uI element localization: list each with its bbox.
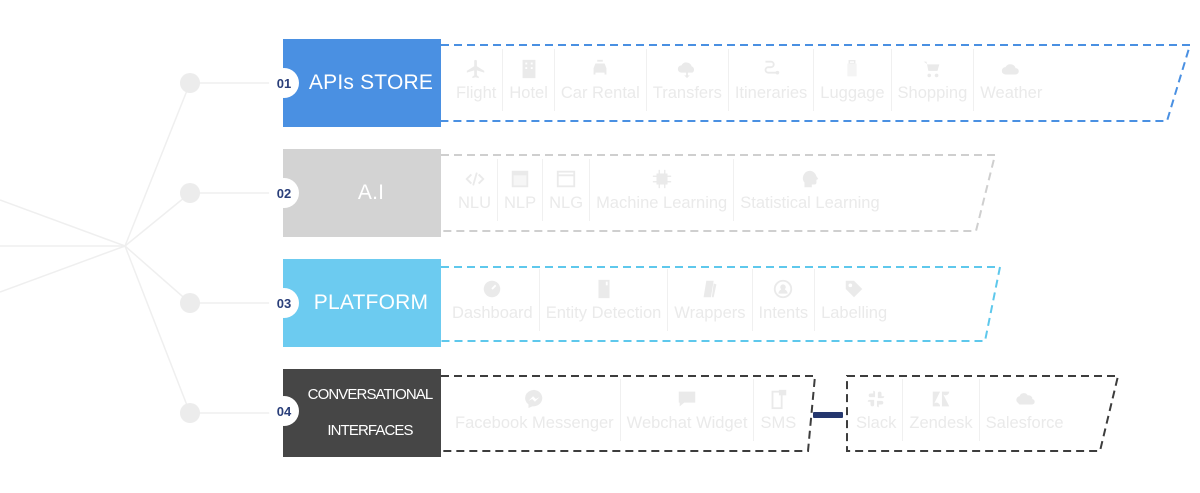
number-badge-04: 04 <box>269 396 299 426</box>
item-weather[interactable]: Weather <box>973 49 1048 111</box>
salesforce-cloud-icon <box>1016 392 1035 405</box>
chip-icon <box>652 169 671 188</box>
gauge-icon <box>484 280 501 297</box>
tree-node-3 <box>180 293 200 313</box>
tree-node-1 <box>180 73 200 93</box>
cloud-icon <box>1002 63 1020 74</box>
item-hotel[interactable]: Hotel <box>502 49 554 111</box>
item-transfers[interactable]: Transfers <box>645 49 728 111</box>
apis-store-label-box[interactable]: APIs STORE <box>283 39 441 127</box>
item-car-rental[interactable]: Car Rental <box>553 49 646 111</box>
item-luggage[interactable]: Luggage <box>813 49 890 111</box>
item-intents[interactable]: Intents <box>751 269 815 331</box>
ai-label-box[interactable]: A.I <box>283 149 441 237</box>
item-entity-detection[interactable]: Entity Detection <box>538 269 668 331</box>
shopping-cart-icon <box>924 61 940 77</box>
item-zendesk[interactable]: Zendesk <box>902 379 978 441</box>
item-machine-learning[interactable]: Machine Learning <box>589 159 733 221</box>
zendesk-icon <box>932 391 950 406</box>
platform-title: PLATFORM <box>313 291 429 314</box>
item-nlp[interactable]: NLP <box>497 159 542 221</box>
chat-bubble-icon <box>678 391 696 406</box>
tag-icon <box>845 280 863 297</box>
messenger-icon <box>525 389 543 408</box>
item-salesforce[interactable]: Salesforce <box>978 379 1070 441</box>
conversational-items: Facebook Messenger Webchat Widget SMS <box>449 379 802 447</box>
platform-label-box[interactable]: PLATFORM <box>283 259 441 347</box>
route-icon <box>764 60 780 74</box>
item-slack[interactable]: Slack <box>850 379 902 441</box>
dashed-strip-platform <box>441 266 1002 342</box>
document-icon <box>598 279 610 298</box>
number-badge-03: 03 <box>269 288 299 318</box>
cloud-transfer-icon <box>678 61 695 78</box>
item-nlu[interactable]: NLU <box>452 159 497 221</box>
row-platform: PLATFORM 03 Dashboard Entity Detection W… <box>0 259 1200 347</box>
item-dashboard[interactable]: Dashboard <box>446 269 539 331</box>
window-icon <box>511 170 529 187</box>
item-nlg[interactable]: NLG <box>542 159 589 221</box>
intent-icon <box>774 279 793 298</box>
conversational-items-secondary: Slack Zendesk Salesforce <box>850 379 1070 447</box>
row-ai: A.I 02 NLU NLP NLG Machine Learning Stat… <box>0 149 1200 237</box>
item-wrappers[interactable]: Wrappers <box>667 269 751 331</box>
apis-store-title: APIs STORE <box>308 71 434 94</box>
airplane-icon <box>467 59 485 78</box>
hotel-building-icon <box>522 59 536 78</box>
item-webchat-widget[interactable]: Webchat Widget <box>619 379 754 441</box>
code-icon <box>464 171 485 186</box>
ai-title: A.I <box>357 181 385 204</box>
wrapper-icon <box>703 280 717 297</box>
head-brain-icon <box>802 170 819 187</box>
item-flight[interactable]: Flight <box>450 49 502 111</box>
slack-icon <box>867 390 885 407</box>
number-badge-02: 02 <box>269 178 299 208</box>
browser-code-icon <box>556 170 576 187</box>
tree-node-4 <box>180 403 200 423</box>
item-shopping[interactable]: Shopping <box>890 49 974 111</box>
dashed-strip-conversational <box>441 375 1120 452</box>
row-apis-store: APIs STORE 01 Flight Hotel Car Rental Tr… <box>0 39 1200 127</box>
conversational-title: CONVERSATIONAL INTERFACES <box>307 386 434 439</box>
apis-store-items: Flight Hotel Car Rental Transfers Itiner… <box>450 49 1048 117</box>
item-itineraries[interactable]: Itineraries <box>727 49 813 111</box>
phone-icon <box>771 389 787 409</box>
item-labelling[interactable]: Labelling <box>814 269 893 331</box>
dashed-strip-ai <box>441 154 997 232</box>
channel-connector-bridge <box>813 412 843 418</box>
item-statistical-learning[interactable]: Statistical Learning <box>733 159 885 221</box>
item-facebook-messenger[interactable]: Facebook Messenger <box>449 379 620 441</box>
luggage-icon <box>847 59 858 76</box>
tree-node-2 <box>180 183 200 203</box>
ai-items: NLU NLP NLG Machine Learning Statistical… <box>452 159 886 227</box>
conversational-label-box[interactable]: CONVERSATIONAL INTERFACES <box>283 369 441 457</box>
number-badge-01: 01 <box>269 68 299 98</box>
platform-items: Dashboard Entity Detection Wrappers Inte… <box>446 269 893 337</box>
row-conversational-interfaces: CONVERSATIONAL INTERFACES 04 Facebook Me… <box>0 369 1200 457</box>
item-sms[interactable]: SMS <box>753 379 802 441</box>
car-icon <box>593 59 607 74</box>
